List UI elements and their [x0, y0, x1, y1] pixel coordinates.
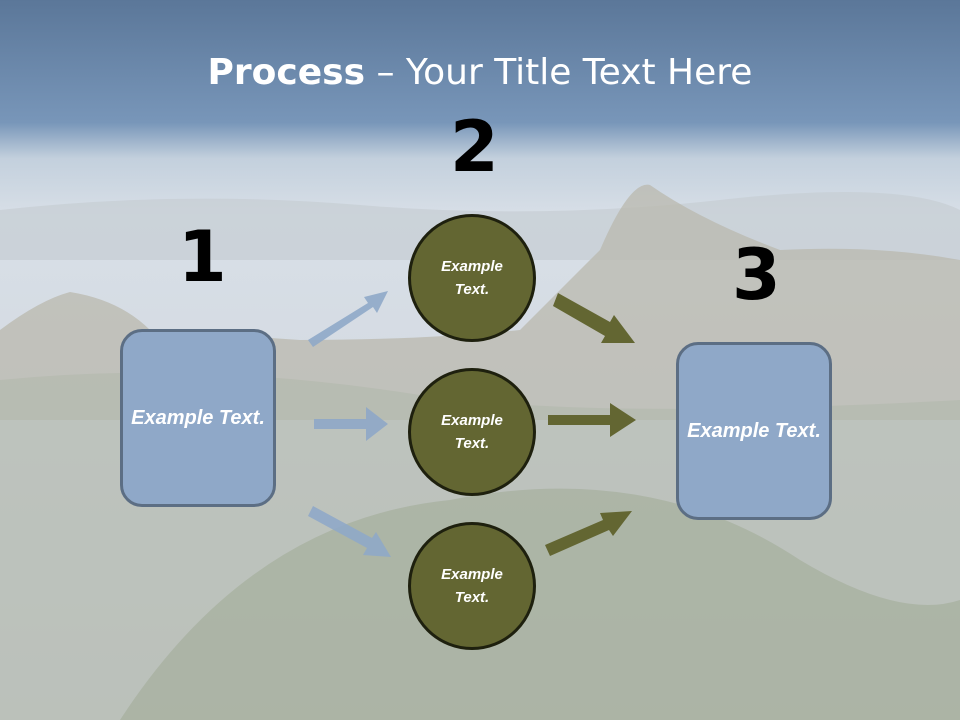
arrow-blue-down	[308, 506, 391, 557]
step-1-box-text: Example Text.	[131, 406, 265, 429]
step-3-box-text: Example Text.	[687, 419, 821, 442]
circle-top-text: Example Text.	[441, 258, 503, 298]
title-rest: – Your Title Text Here	[365, 52, 753, 93]
arrow-olive-up	[545, 511, 632, 556]
step-2-circle-top: Example Text.	[408, 214, 536, 342]
slide-title: Process – Your Title Text Here	[0, 52, 960, 93]
arrow-blue-right	[314, 407, 388, 441]
step-3-box: Example Text.	[676, 342, 832, 520]
step-number-3: 3	[732, 234, 781, 316]
step-2-circle-bottom: Example Text.	[408, 522, 536, 650]
step-1-box: Example Text.	[120, 329, 276, 507]
circle-bottom-text: Example Text.	[441, 566, 503, 606]
arrow-blue-up	[308, 291, 388, 347]
arrow-olive-right	[548, 403, 636, 437]
step-number-1: 1	[178, 216, 227, 298]
circle-middle-text: Example Text.	[441, 412, 503, 452]
step-2-circle-middle: Example Text.	[408, 368, 536, 496]
arrow-olive-down	[553, 293, 635, 343]
title-bold: Process	[207, 52, 366, 93]
step-number-2: 2	[450, 106, 499, 188]
